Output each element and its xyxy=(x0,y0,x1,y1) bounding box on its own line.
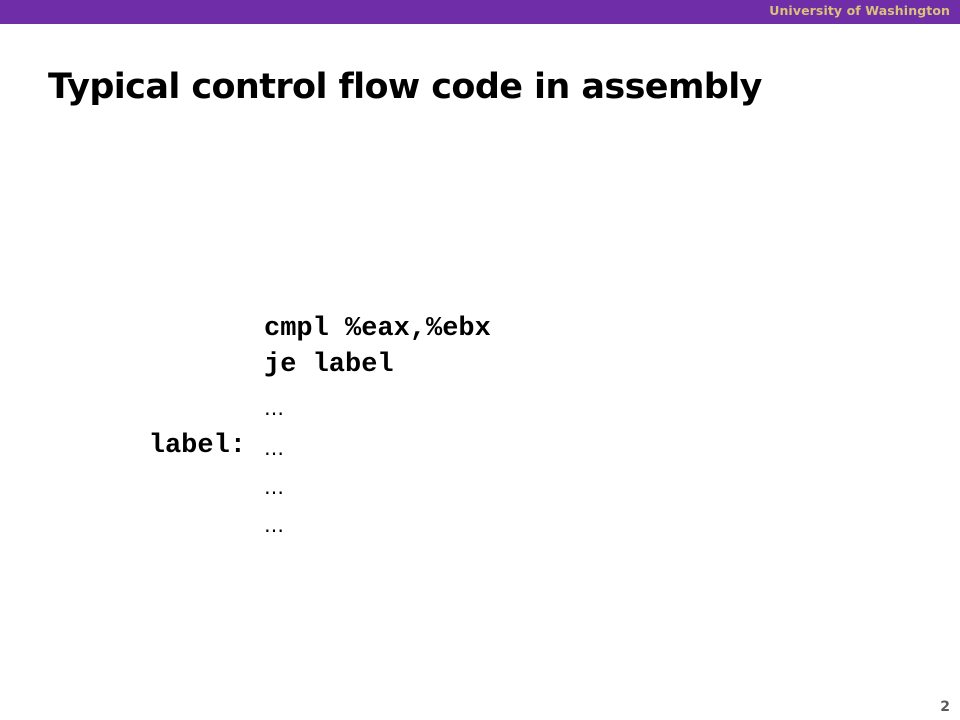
header-bar: University of Washington xyxy=(0,0,960,24)
code-line-cmpl: cmpl %eax,%ebx xyxy=(264,314,491,344)
page-number: 2 xyxy=(940,699,950,715)
institution-name: University of Washington xyxy=(769,3,950,18)
code-line-ellipsis-1: … xyxy=(264,396,284,420)
code-label: label: xyxy=(148,431,246,461)
slide-title: Typical control flow code in assembly xyxy=(48,67,762,107)
code-line-je: je label xyxy=(264,350,394,380)
code-line-ellipsis-2: … xyxy=(264,436,284,460)
code-line-ellipsis-3: … xyxy=(264,475,284,499)
code-line-ellipsis-4: … xyxy=(264,513,284,537)
